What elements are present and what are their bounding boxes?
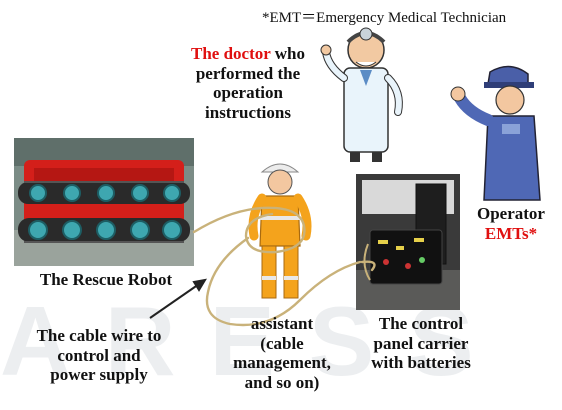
operator-line1: Operator	[477, 204, 545, 223]
doctor-line3: operation	[213, 83, 283, 103]
doctor-label-rest: who	[270, 44, 305, 63]
doctor-line4: instructions	[205, 102, 291, 122]
assistant-label: assistant (cable management, and so on)	[218, 314, 346, 392]
operator-label: Operator EMTs*	[456, 204, 562, 243]
assistant-line1: assistant	[250, 314, 314, 333]
doctor-label: The doctor who performed the operation i…	[168, 44, 328, 122]
assistant-line3: management,	[233, 353, 331, 373]
doctor-highlight: The doctor	[191, 44, 271, 63]
rescue-robot-photo	[14, 138, 194, 266]
operator-line2: EMTs*	[484, 223, 538, 243]
emt-footnote: *EMT＝Emergency Medical Technician	[262, 10, 507, 26]
panel-label: The control panel carrier with batteries	[346, 314, 496, 373]
doctor-line2: performed the	[195, 63, 301, 83]
assistant-figure	[248, 163, 312, 299]
panel-line3: with batteries	[371, 353, 471, 373]
control-panel-photo	[356, 174, 460, 310]
cable-line1: The cable wire to	[36, 326, 162, 345]
panel-line1: The control	[378, 314, 464, 333]
cable-label: The cable wire to control and power supp…	[2, 326, 196, 385]
doctor-figure	[320, 27, 403, 162]
operator-figure	[450, 65, 541, 201]
assistant-line4: and so on)	[244, 372, 320, 392]
cable-line2: control and	[57, 345, 141, 365]
panel-line2: panel carrier	[373, 333, 469, 353]
robot-label: The Rescue Robot	[39, 270, 173, 289]
cable-line3: power supply	[50, 365, 148, 385]
assistant-line2: (cable	[260, 333, 304, 353]
